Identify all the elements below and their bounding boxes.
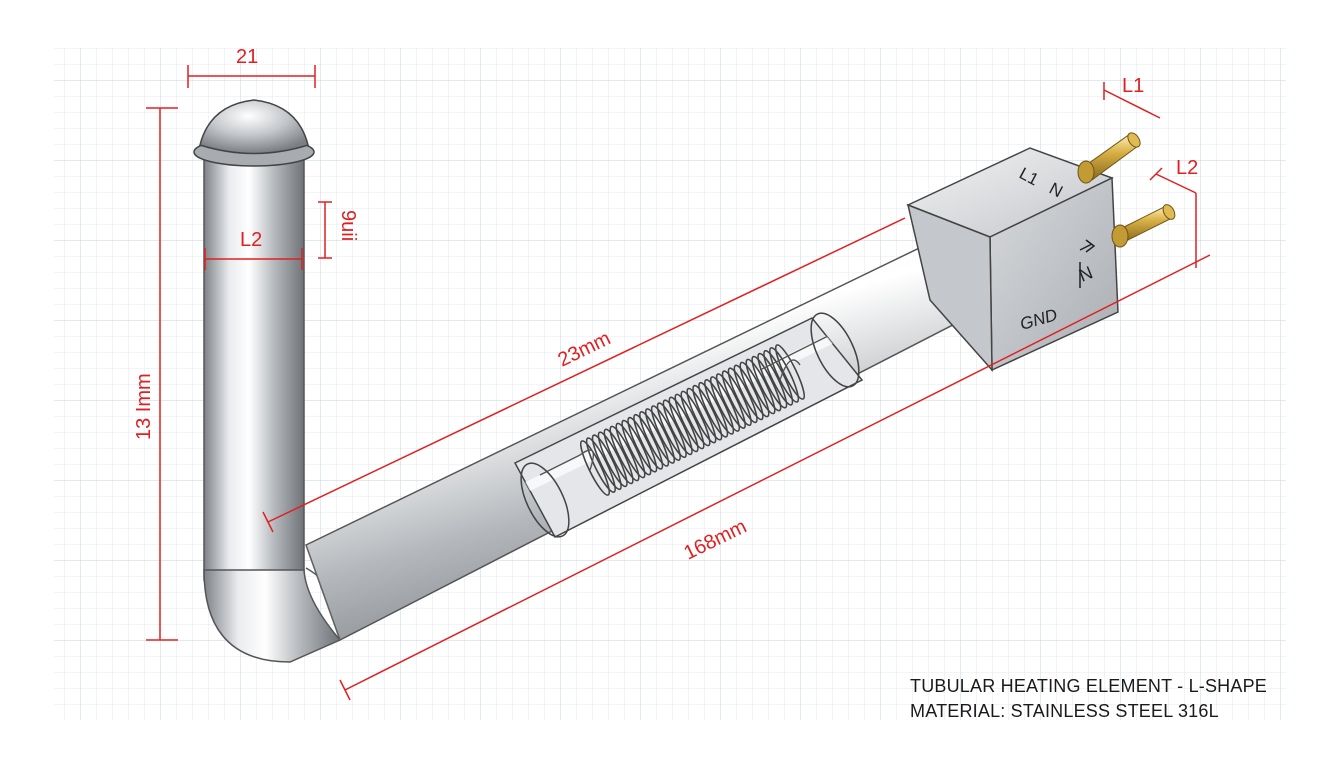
dimension-lines — [146, 65, 1211, 701]
coil-winding — [757, 352, 788, 409]
coil-winding — [591, 434, 622, 491]
coil-winding — [692, 384, 723, 441]
coil-winding — [585, 437, 616, 493]
arrow-symbol-icon — [1079, 239, 1096, 288]
coil-winding — [727, 367, 758, 424]
terminal-box: L1 N N GND — [906, 147, 1119, 373]
terminal-pin-l2 — [1111, 204, 1176, 248]
coil-winding — [597, 431, 628, 488]
coil-winding — [674, 393, 705, 450]
dim-tube-diameter: L2 — [240, 229, 262, 251]
dim-terminal-l1: L1 — [1122, 75, 1144, 97]
coil-winding — [644, 408, 676, 464]
coil-winding — [656, 402, 687, 459]
dim-vertical-length: 13 Imm — [133, 373, 155, 440]
coil-winding — [715, 373, 746, 429]
coil-winding — [745, 358, 776, 415]
coil-winding — [603, 428, 634, 485]
tube-elbow — [203, 569, 342, 663]
coil-winding — [751, 355, 782, 412]
heating-coil — [579, 344, 806, 496]
coil-winding — [609, 425, 640, 482]
title-block: TUBULAR HEATING ELEMENT - L-SHAPE MATERI… — [910, 674, 1267, 724]
coil-winding — [627, 416, 658, 473]
coil-winding — [668, 396, 699, 453]
dim-terminal-l2: L2 — [1176, 157, 1198, 179]
coil-winding — [704, 379, 735, 435]
dim-top-width: 21 — [236, 46, 258, 68]
cutaway-section — [513, 312, 864, 539]
terminal-pin-l1 — [1077, 132, 1141, 184]
vertical-tube — [203, 149, 305, 581]
title-line-2: MATERIAL: STAINLESS STEEL 316L — [910, 701, 1219, 721]
coil-winding — [709, 376, 741, 432]
coil-winding — [686, 387, 717, 444]
coil-winding — [639, 411, 670, 467]
coil-winding — [769, 347, 800, 403]
coil-winding — [662, 399, 693, 456]
coil-winding — [733, 364, 764, 421]
coil-winding — [579, 440, 611, 496]
coil-winding — [680, 390, 711, 447]
dim-upper-offset: 9uii — [337, 210, 359, 241]
coil-winding — [615, 422, 646, 479]
coil-winding — [721, 370, 752, 427]
end-cap — [193, 99, 315, 167]
coil-winding — [650, 405, 681, 461]
coil-winding — [739, 361, 770, 418]
title-line-1: TUBULAR HEATING ELEMENT - L-SHAPE — [910, 676, 1268, 696]
coil-winding — [774, 344, 806, 400]
coil-winding — [633, 413, 664, 470]
coil-winding — [763, 349, 794, 406]
coil-winding — [698, 381, 729, 438]
coil-winding — [621, 419, 652, 476]
